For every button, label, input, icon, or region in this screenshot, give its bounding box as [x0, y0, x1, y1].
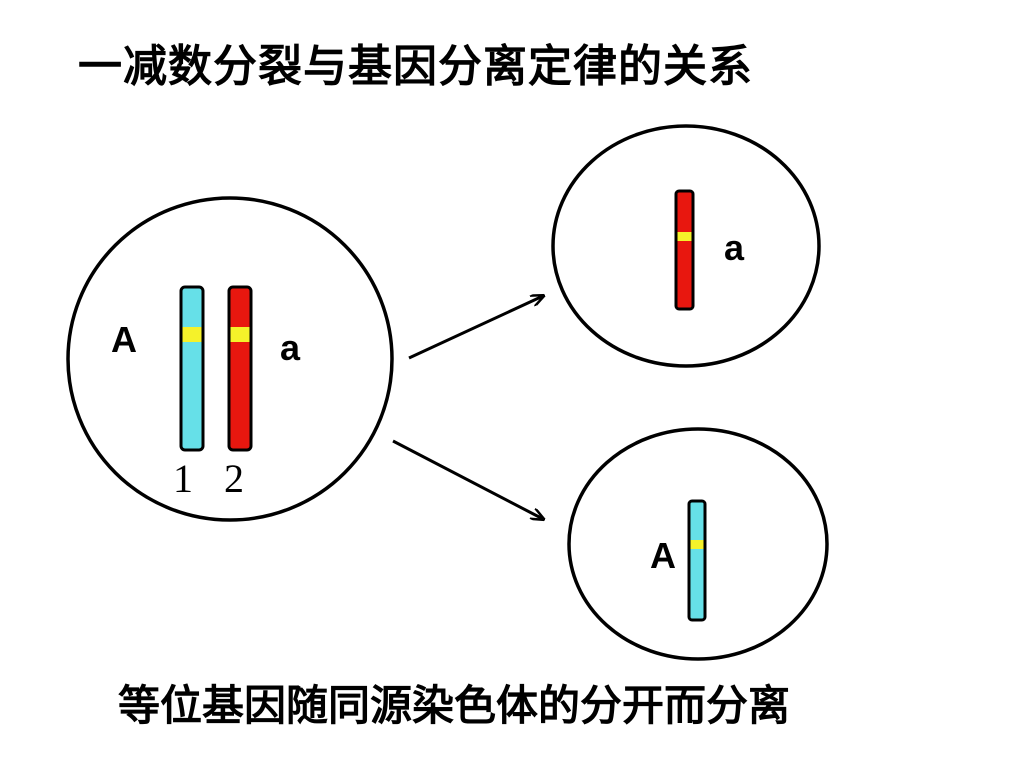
caption: 等位基因随同源染色体的分开而分离 — [118, 681, 791, 730]
chromosome-number-2: 2 — [224, 456, 244, 501]
parent-cell-membrane — [66, 196, 394, 522]
daughter-top-gene-band — [677, 232, 692, 241]
daughter-top-chromosome — [674, 189, 695, 311]
chromosome-1 — [179, 285, 205, 452]
daughter-cell-top-membrane — [551, 124, 821, 368]
arrow-to-bottom-cell — [392, 439, 543, 519]
arrow-to-top-cell — [408, 296, 543, 360]
chromosome-number-1: 1 — [173, 456, 193, 501]
page-title: 一减数分裂与基因分离定律的关系 — [78, 41, 753, 92]
allele-label-A: A — [111, 319, 137, 360]
daughter-bottom-gene-band — [690, 540, 704, 549]
daughter-top-allele-label: a — [724, 227, 745, 268]
daughter-cell-bottom: A — [567, 427, 829, 661]
chromosome-2 — [227, 285, 253, 452]
chromosome-2-gene-band — [230, 327, 250, 342]
chromosome-1-gene-band — [182, 327, 202, 342]
daughter-cell-bottom-membrane — [567, 427, 829, 661]
daughter-cell-top: a — [551, 124, 821, 368]
allele-label-a: a — [280, 327, 301, 368]
parent-cell: A a 1 2 — [66, 196, 394, 522]
daughter-bottom-allele-label: A — [650, 535, 676, 576]
daughter-bottom-chromosome — [687, 499, 707, 622]
